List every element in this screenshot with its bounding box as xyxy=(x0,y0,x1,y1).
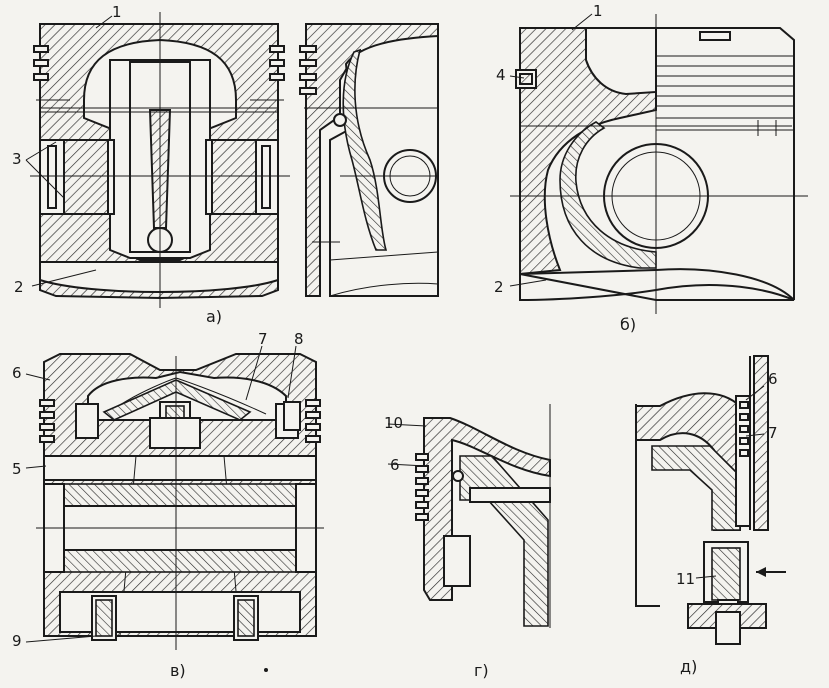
label-7-d: 7 xyxy=(768,424,778,442)
label-6-d: 6 xyxy=(768,370,778,388)
figure-a-side-view xyxy=(299,23,439,297)
label-3-a: 3 xyxy=(12,150,22,168)
label-5-v: 5 xyxy=(12,460,22,478)
label-6-g: 6 xyxy=(390,456,400,474)
figure-a-section xyxy=(25,12,290,308)
caption-d: д) xyxy=(680,657,697,676)
label-9-v: 9 xyxy=(12,632,22,650)
label-4-b: 4 xyxy=(496,66,506,84)
caption-a: а) xyxy=(206,307,222,326)
label-7-v: 7 xyxy=(258,330,268,348)
caption-g: г) xyxy=(474,661,489,680)
label-6-v: 6 xyxy=(12,364,22,382)
label-1-b: 1 xyxy=(593,2,603,20)
label-1-a: 1 xyxy=(112,3,122,21)
caption-v: в) xyxy=(170,661,186,680)
ink-dot xyxy=(264,668,268,672)
figure-d-section xyxy=(635,355,786,645)
label-10-g: 10 xyxy=(384,414,403,432)
label-11-d: 11 xyxy=(676,570,695,588)
label-2-a: 2 xyxy=(14,278,24,296)
caption-b: б) xyxy=(620,315,636,334)
figure-v-section xyxy=(25,345,324,650)
callout-labels: 1 2 3 1 4 2 6 7 8 5 9 10 6 6 7 11 xyxy=(12,2,778,650)
figure-b-section xyxy=(509,13,808,314)
figure-captions: а) б) в) г) д) xyxy=(170,307,697,680)
label-2-b: 2 xyxy=(494,278,504,296)
figure-g-section xyxy=(387,404,551,628)
label-8-v: 8 xyxy=(294,330,304,348)
